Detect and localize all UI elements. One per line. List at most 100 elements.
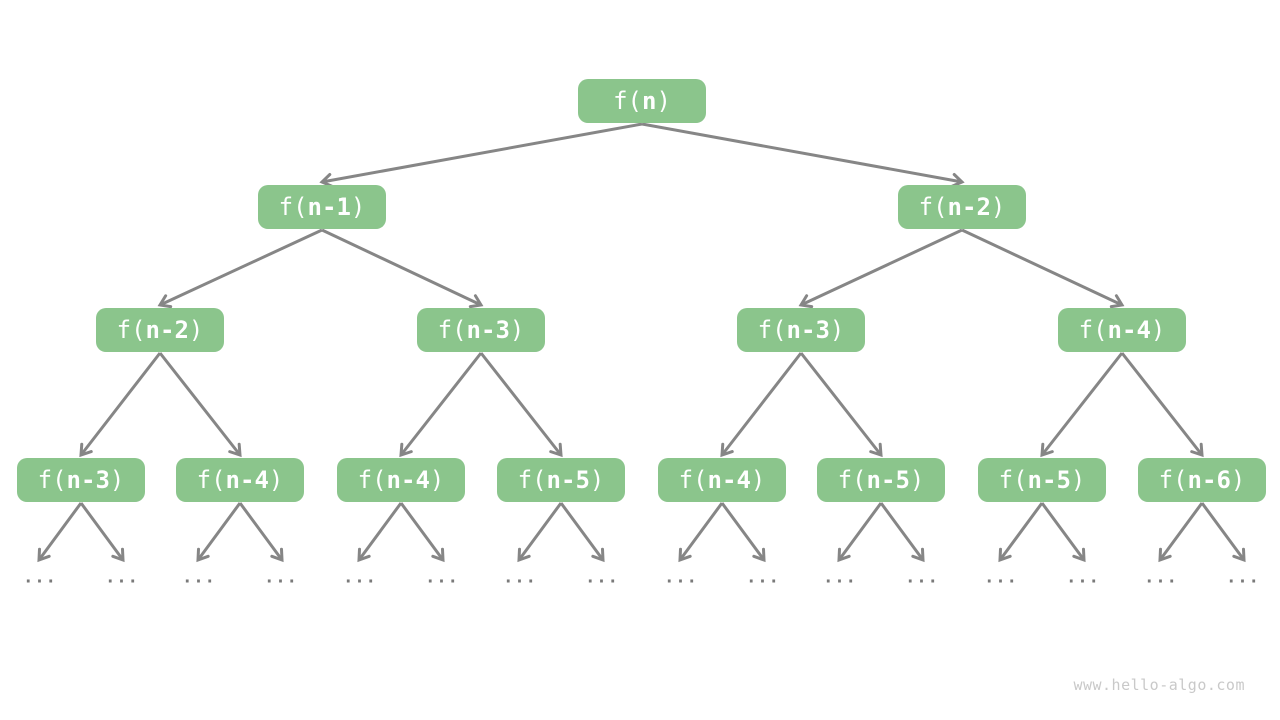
node-label-part: ): [350, 193, 366, 221]
ellipsis: ...: [425, 567, 459, 588]
edge-arrow: [720, 352, 803, 458]
edge-arrow: [641, 122, 965, 188]
ellipsis: ...: [746, 567, 780, 588]
tree-node-n1a: f(n-1): [258, 185, 386, 229]
tree-node-n2b: f(n-3): [417, 308, 545, 352]
node-label-part: n-6: [1187, 466, 1231, 494]
node-label-part: f(: [517, 466, 547, 494]
edge-arrow: [399, 352, 483, 458]
node-label-part: n-2: [145, 316, 189, 344]
node-label-part: ): [589, 466, 605, 494]
ellipsis: ...: [585, 567, 619, 588]
edge-arrow: [799, 352, 883, 458]
edge-arrow: [319, 122, 643, 188]
node-label-part: f(: [757, 316, 787, 344]
edge-arrow: [798, 228, 963, 309]
ellipsis: ...: [182, 567, 216, 588]
tree-node-n3c: f(n-4): [337, 458, 465, 502]
node-label-part: f(: [196, 466, 226, 494]
edge-arrow: [399, 502, 445, 563]
edge-arrow: [1158, 502, 1204, 563]
node-label-part: ): [1070, 466, 1086, 494]
node-label-part: ): [429, 466, 445, 494]
node-label-part: ): [829, 316, 845, 344]
ellipsis: ...: [23, 567, 57, 588]
edge-arrow: [196, 502, 242, 563]
node-label-part: n-1: [307, 193, 351, 221]
node-label-part: ): [109, 466, 125, 494]
ellipsis: ...: [264, 567, 298, 588]
node-label-part: f(: [437, 316, 467, 344]
tree-node-n3a: f(n-3): [17, 458, 145, 502]
tree-node-n3f: f(n-5): [817, 458, 945, 502]
node-label-part: n-3: [466, 316, 510, 344]
edge-arrow: [998, 502, 1044, 563]
tree-node-n2c: f(n-3): [737, 308, 865, 352]
tree-node-n3g: f(n-5): [978, 458, 1106, 502]
watermark: www.hello-algo.com: [1073, 676, 1245, 694]
node-label-part: ): [750, 466, 766, 494]
node-label-part: n-3: [786, 316, 830, 344]
node-label-part: f(: [278, 193, 308, 221]
ellipsis: ...: [105, 567, 139, 588]
tree-node-n3e: f(n-4): [658, 458, 786, 502]
node-label-part: f(: [116, 316, 146, 344]
node-label-part: n-4: [707, 466, 751, 494]
node-label-part: ): [1230, 466, 1246, 494]
node-label-part: ): [1150, 316, 1166, 344]
tree-node-n2a: f(n-2): [96, 308, 224, 352]
edge-arrow: [879, 502, 925, 563]
ellipsis: ...: [905, 567, 939, 588]
ellipsis: ...: [1144, 567, 1178, 588]
node-label-part: n-4: [386, 466, 430, 494]
node-label-part: f(: [1158, 466, 1188, 494]
tree-node-n0: f(n): [578, 79, 706, 123]
edge-arrow: [961, 228, 1125, 309]
tree-node-n1b: f(n-2): [898, 185, 1026, 229]
node-label-part: n: [642, 87, 657, 115]
ellipsis: ...: [664, 567, 698, 588]
node-label-part: n-2: [947, 193, 991, 221]
node-label-part: f(: [1078, 316, 1108, 344]
edge-arrow: [79, 352, 162, 458]
edge-arrow: [559, 502, 605, 563]
ellipsis: ...: [823, 567, 857, 588]
edge-arrow: [1040, 352, 1124, 458]
node-label-part: ): [909, 466, 925, 494]
ellipsis: ...: [503, 567, 537, 588]
node-label-part: ): [656, 87, 671, 115]
node-label-part: n-5: [1027, 466, 1071, 494]
edges-group: [37, 122, 1246, 563]
tree-node-n3b: f(n-4): [176, 458, 304, 502]
node-label-part: ): [990, 193, 1006, 221]
edge-arrow: [357, 502, 403, 563]
node-label-part: f(: [678, 466, 708, 494]
edge-arrow: [720, 502, 766, 563]
node-label-part: f(: [998, 466, 1028, 494]
tree-node-n3d: f(n-5): [497, 458, 625, 502]
edge-arrow: [1200, 502, 1246, 563]
node-label-part: ): [188, 316, 204, 344]
ellipsis: ...: [343, 567, 377, 588]
edge-arrow: [479, 352, 563, 458]
node-label-part: n-4: [225, 466, 269, 494]
node-label-part: n-5: [866, 466, 910, 494]
edge-arrow: [321, 228, 484, 309]
edge-arrow: [37, 502, 83, 563]
node-label-part: f(: [37, 466, 67, 494]
edge-arrow: [837, 502, 883, 563]
node-label-part: n-4: [1107, 316, 1151, 344]
tree-node-n2d: f(n-4): [1058, 308, 1186, 352]
node-label-part: n-5: [546, 466, 590, 494]
ellipsis: ...: [984, 567, 1018, 588]
edge-arrow: [1040, 502, 1086, 563]
tree-node-n3h: f(n-6): [1138, 458, 1266, 502]
node-label-part: ): [509, 316, 525, 344]
node-label-part: n-3: [66, 466, 110, 494]
edge-arrow: [157, 228, 323, 309]
node-label-part: f(: [357, 466, 387, 494]
ellipsis: ...: [1066, 567, 1100, 588]
node-label-part: f(: [837, 466, 867, 494]
